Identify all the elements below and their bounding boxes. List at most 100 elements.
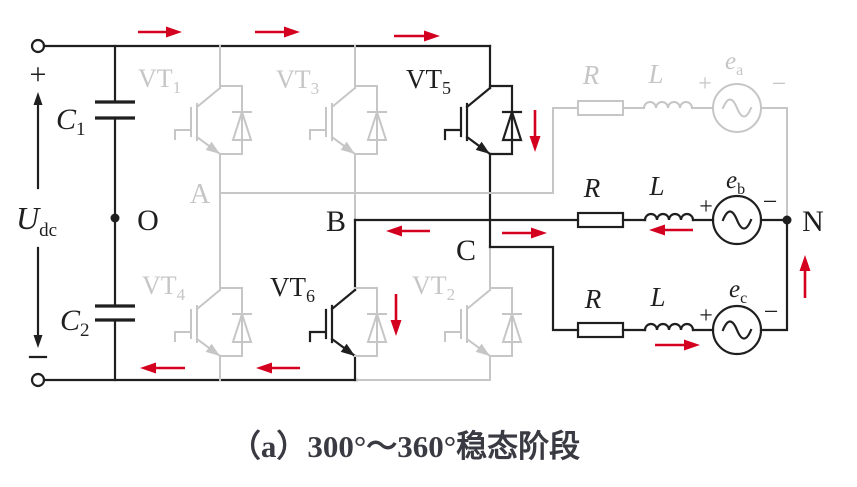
igbt-vt6 — [308, 287, 388, 358]
arrow-head — [256, 362, 272, 374]
igbt-symbol — [309, 86, 357, 156]
sine-wave — [721, 98, 753, 118]
c2-label: C2 — [60, 304, 90, 341]
current-arrow-vt5-down — [529, 110, 541, 152]
minus-sign: − — [763, 187, 778, 216]
antiparallel-diode — [219, 85, 252, 155]
diode-triangle — [501, 310, 523, 343]
vt3-label: VT3 — [276, 65, 319, 98]
diode-triangle — [366, 108, 388, 141]
load-branch-a: R L + ea − — [219, 48, 788, 217]
node-n-label: N — [802, 205, 824, 238]
inductor — [643, 212, 695, 222]
phase-leg-a: VT1 VT4 A — [138, 45, 253, 381]
arrow-head — [684, 339, 700, 351]
emitter-arrow — [205, 343, 220, 356]
arrow-head — [386, 225, 402, 237]
igbt-symbol — [444, 288, 492, 358]
current-arrow-phase-b-left — [649, 224, 693, 236]
source-ea-circle — [712, 83, 762, 133]
udc-arrow-down-head — [33, 335, 43, 348]
arrow-head — [529, 136, 541, 152]
igbt-symbol — [443, 86, 492, 156]
emitter-arrow — [340, 343, 355, 356]
igbt-vt3 — [309, 85, 388, 156]
current-arrow-c-line-right — [502, 227, 547, 239]
current-arrows — [138, 26, 811, 374]
load-branch-b: R L + eb − — [353, 167, 789, 246]
diode-triangle — [501, 108, 523, 142]
plus-sign: + — [699, 303, 713, 329]
igbt-symbol — [308, 288, 357, 358]
resistor-label: R — [582, 60, 600, 90]
udc-label: Udc — [16, 200, 57, 241]
current-arrow-vt6-down — [390, 294, 402, 336]
sine-wave — [721, 210, 753, 230]
dc-negative-terminal — [30, 372, 46, 388]
antiparallel-diode — [489, 287, 522, 357]
figure-caption: （a）300°～360°稳态阶段 — [230, 429, 580, 464]
vt4-label: VT4 — [142, 271, 186, 304]
current-arrow-top-rail-3 — [394, 30, 440, 42]
phase-leg-b: VT3 VT6 B — [270, 45, 388, 382]
arrow-head — [799, 255, 811, 271]
current-arrow-bottom-rail-1 — [140, 362, 185, 374]
phase-leg-c: VT5 VT2 C — [406, 44, 523, 381]
midpoint-node-o — [110, 213, 120, 223]
sine-wave — [721, 320, 753, 340]
dc-rails — [42, 44, 492, 382]
c1-label: C1 — [56, 103, 86, 140]
dc-link: C1 C2 O — [56, 44, 159, 382]
arrow-head — [390, 320, 402, 336]
neutral-node: N — [782, 205, 824, 238]
inductor — [642, 101, 694, 110]
inductor-label: L — [649, 282, 665, 312]
dc-positive-terminal — [30, 38, 46, 54]
resistor — [577, 100, 624, 116]
antiparallel-diode — [488, 84, 523, 156]
arrow-head — [140, 362, 156, 374]
vt5-label: VT5 — [406, 64, 451, 98]
arrow-head — [424, 30, 440, 42]
plus-sign: + — [699, 194, 713, 220]
current-arrow-top-rail-2 — [255, 26, 300, 38]
vt1-label: VT1 — [138, 64, 181, 97]
node-c-label: C — [456, 234, 476, 267]
plus-sign: + — [698, 71, 712, 97]
source-ec-circle — [711, 304, 763, 356]
diode-triangle — [231, 108, 253, 141]
emitter-arrow — [475, 343, 490, 356]
igbt-vt4 — [174, 287, 253, 358]
emitter-arrow — [205, 141, 220, 154]
minus-sign: − — [764, 297, 779, 326]
eb-label: eb — [726, 167, 745, 198]
antiparallel-diode — [219, 287, 252, 357]
igbt-vt1 — [174, 85, 253, 156]
igbt-symbol — [174, 288, 222, 358]
node-a-label: A — [190, 179, 211, 210]
current-arrow-top-rail-1 — [138, 26, 182, 38]
igbt-vt2 — [444, 287, 523, 358]
wire — [219, 107, 788, 217]
dc-input: + Udc — [16, 38, 57, 388]
emitter-arrow — [340, 141, 355, 154]
emitter-arrow — [475, 141, 490, 154]
arrow-head — [166, 26, 182, 38]
source-eb-circle — [711, 194, 763, 246]
diode-triangle — [366, 310, 388, 343]
wire — [488, 218, 789, 332]
inductor — [643, 322, 695, 332]
igbt-symbol — [174, 86, 222, 156]
current-arrow-b-line-left — [386, 225, 430, 237]
current-arrow-phase-c-right — [655, 339, 700, 351]
udc-arrow-up-head — [33, 92, 43, 105]
arrow-head — [284, 26, 300, 38]
node-o-label: O — [137, 204, 159, 237]
vt6-label: VT6 — [270, 272, 315, 306]
inductor-label: L — [647, 59, 663, 89]
ec-label: ec — [729, 276, 747, 307]
plus-polarity-label: + — [30, 58, 47, 91]
resistor — [576, 211, 625, 229]
